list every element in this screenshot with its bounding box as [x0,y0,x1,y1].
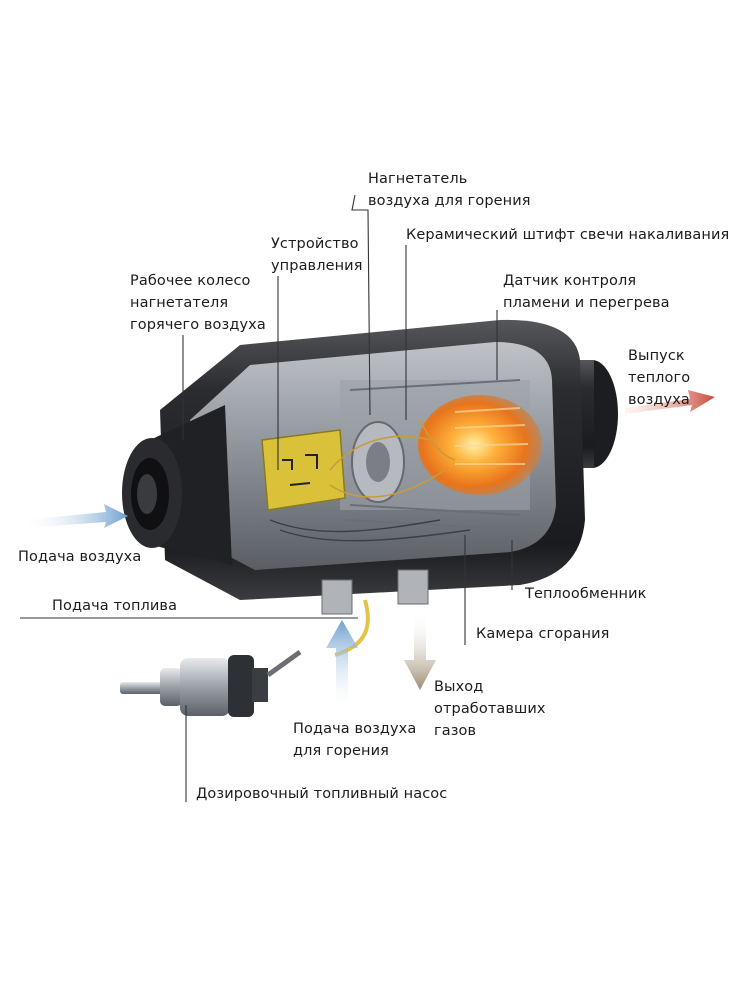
control-board [261,429,346,511]
label-exhaust-outlet: Выход отработавших газов [434,679,546,739]
label-heat-exchanger: Теплообменник [525,586,647,602]
leader-lines [20,194,513,802]
heater-internals [261,379,542,615]
dosing-pump [120,649,302,717]
label-control-unit: Устройство управления [271,236,363,274]
warm-air-arrow-icon [625,390,715,414]
air-inlet-cone [122,405,232,565]
label-glow-pin: Керамический штифт свечи накаливания [406,227,730,243]
label-fuel-supply: Подача топлива [52,598,178,614]
combustion-air-arrow-icon [326,620,358,712]
label-combustion-air-blower: Нагнетатель воздуха для горения [368,171,531,209]
label-air-intake: Подача воздуха [18,549,142,565]
label-combustion-air-intake: Подача воздуха для горения [293,721,417,759]
label-dosing-pump: Дозировочный топливный насос [196,786,448,802]
cold-air-arrow-icon [22,504,128,528]
label-combustion-chamber: Камера сгорания [476,626,610,642]
label-warm-air-outlet: Выпуск теплого воздуха [628,348,691,408]
label-flame-sensor: Датчик контроля пламени и перегрева [503,273,670,311]
label-hot-air-impeller: Рабочее колесо нагнетателя горячего возд… [130,273,266,333]
exhaust-arrow-icon [404,612,436,690]
